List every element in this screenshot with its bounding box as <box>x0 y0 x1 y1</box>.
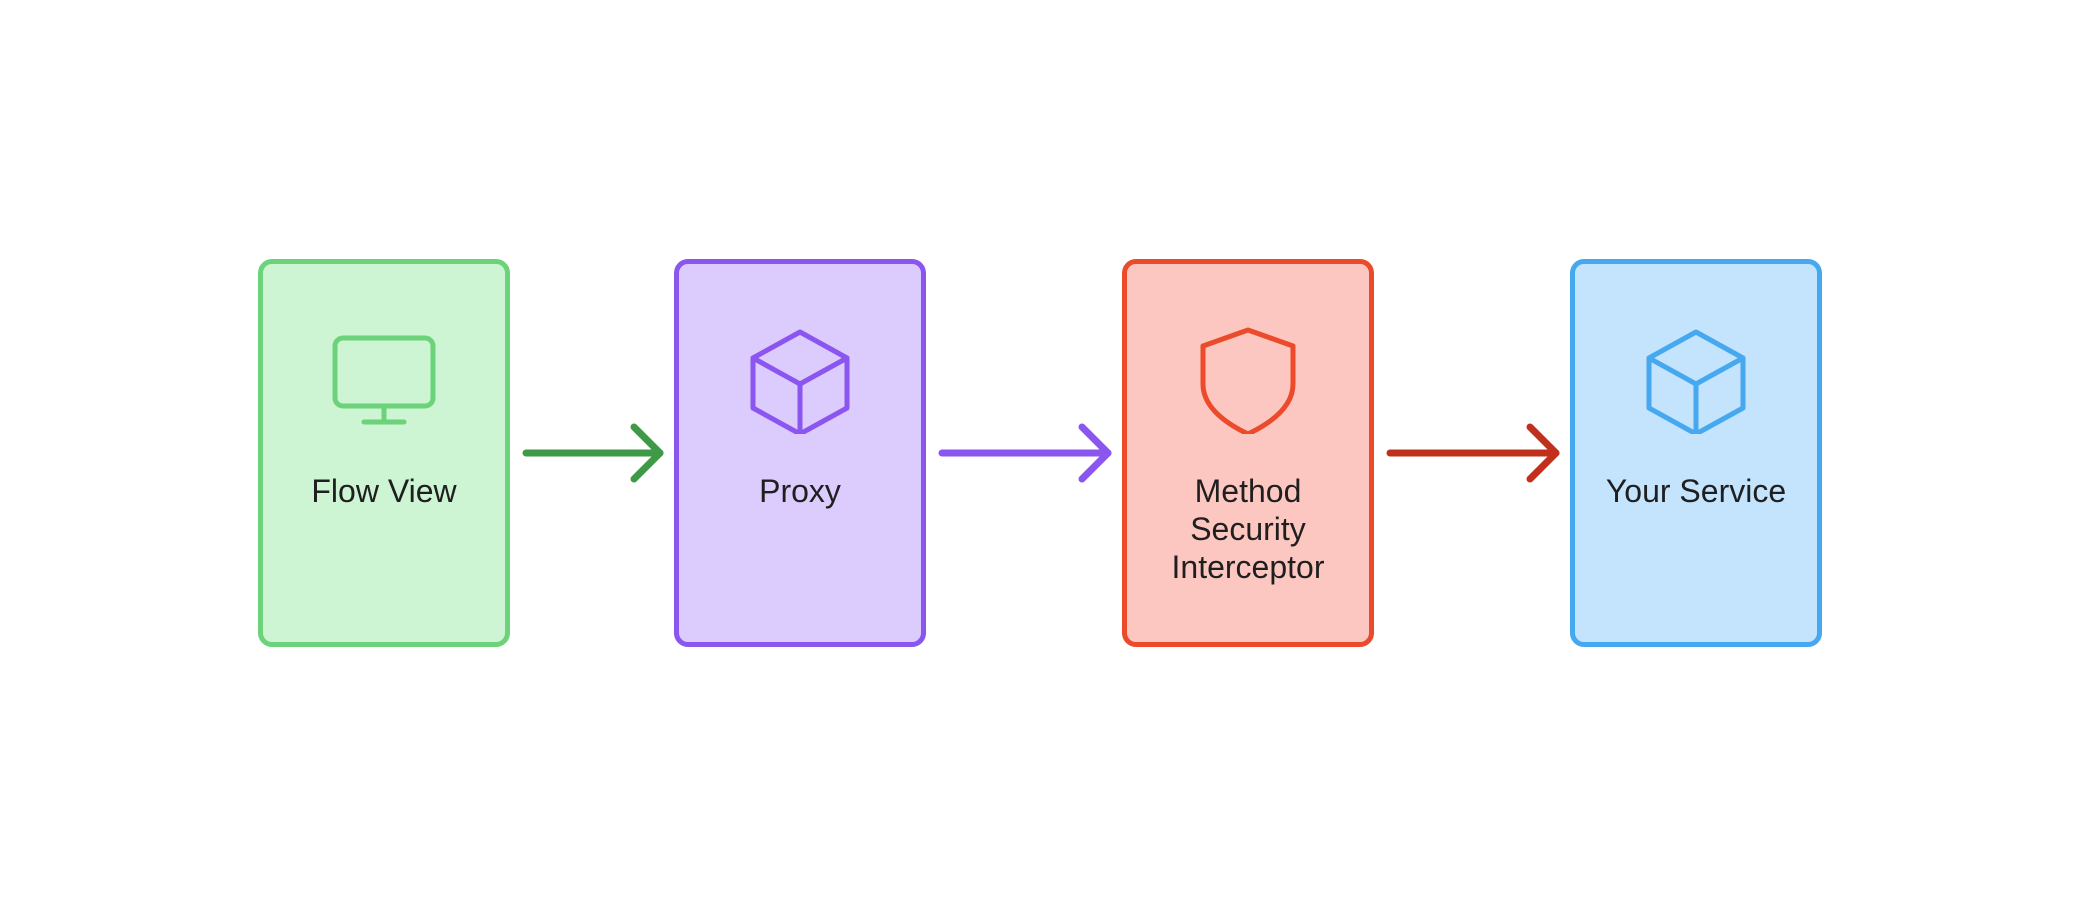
arrow-proxy-to-interceptor <box>938 418 1114 488</box>
proxy-node: Proxy <box>674 259 926 647</box>
arrow-flow-view-to-proxy <box>522 418 666 488</box>
shield-icon <box>1193 324 1303 434</box>
monitor-icon <box>329 324 439 434</box>
method-security-interceptor-node: Method Security Interceptor <box>1122 259 1374 647</box>
flow-view-node: Flow View <box>258 259 510 647</box>
node-label-proxy: Proxy <box>759 473 841 509</box>
arrow-interceptor-to-service <box>1386 418 1562 488</box>
node-label-your-service: Your Service <box>1605 473 1787 509</box>
node-label-method-security-interceptor: Method Security Interceptor <box>1171 473 1325 585</box>
cube-icon <box>745 324 855 434</box>
cube-icon <box>1641 324 1751 434</box>
your-service-node: Your Service <box>1570 259 1822 647</box>
node-label-flow-view: Flow View <box>311 473 457 509</box>
